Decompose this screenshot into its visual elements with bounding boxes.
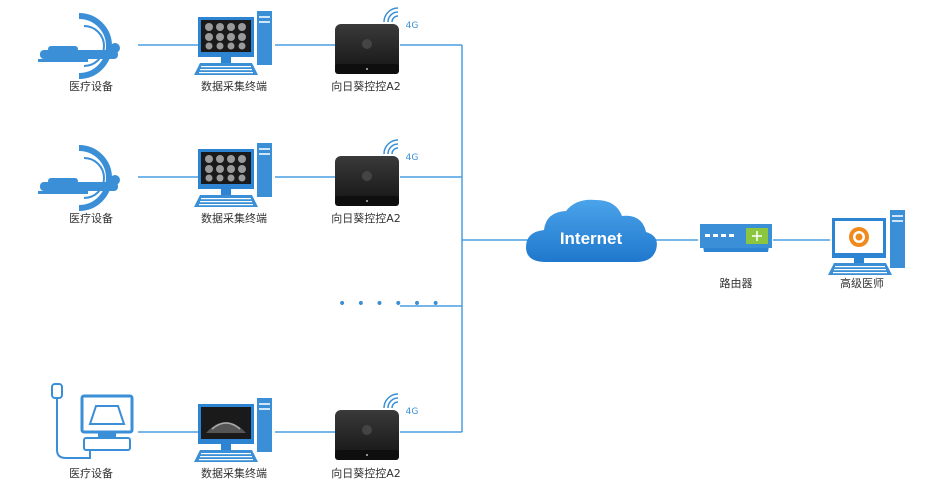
remote-box-icon — [335, 7, 399, 74]
router-label: 路由器 — [719, 277, 753, 290]
data-terminal-icon — [194, 143, 272, 207]
signal-4g-icon — [383, 393, 399, 409]
device-label: 医疗设备 — [69, 80, 113, 93]
more-devices-ellipsis: • • • • • • — [338, 296, 443, 312]
router-icon — [700, 224, 772, 252]
remote-box-icon — [335, 139, 399, 206]
ct-scanner-icon — [38, 145, 120, 211]
signal-4g-icon — [383, 139, 399, 155]
brain-mri-grid — [205, 155, 246, 182]
data-terminal-icon — [194, 398, 272, 462]
brain-mri-grid — [205, 23, 246, 50]
box-label: 向日葵控控A2 — [331, 80, 401, 93]
ct-scanner-icon — [38, 13, 120, 79]
device-label: 医疗设备 — [69, 212, 113, 225]
ultrasound-scan — [206, 422, 246, 433]
device-label: 医疗设备 — [69, 467, 113, 480]
internet-label: Internet — [559, 229, 623, 248]
remote-box-icon — [335, 393, 399, 460]
ultrasound-device-icon — [51, 383, 134, 459]
internet-cloud-icon — [526, 199, 657, 262]
box-label: 向日葵控控A2 — [331, 212, 401, 225]
terminal-label: 数据采集终端 — [201, 80, 267, 93]
sunflower-logo-icon — [849, 227, 869, 247]
terminal-label: 数据采集终端 — [201, 467, 267, 480]
signal-label: 4G — [405, 407, 419, 417]
data-terminal-icon — [194, 11, 272, 75]
doctor-label: 高级医师 — [840, 277, 884, 290]
terminal-label: 数据采集终端 — [201, 212, 267, 225]
doctor-workstation-icon — [828, 210, 905, 275]
box-label: 向日葵控控A2 — [331, 467, 401, 480]
signal-label: 4G — [405, 153, 419, 163]
connection-lines — [138, 44, 830, 433]
signal-label: 4G — [405, 21, 419, 31]
signal-4g-icon — [383, 7, 399, 23]
